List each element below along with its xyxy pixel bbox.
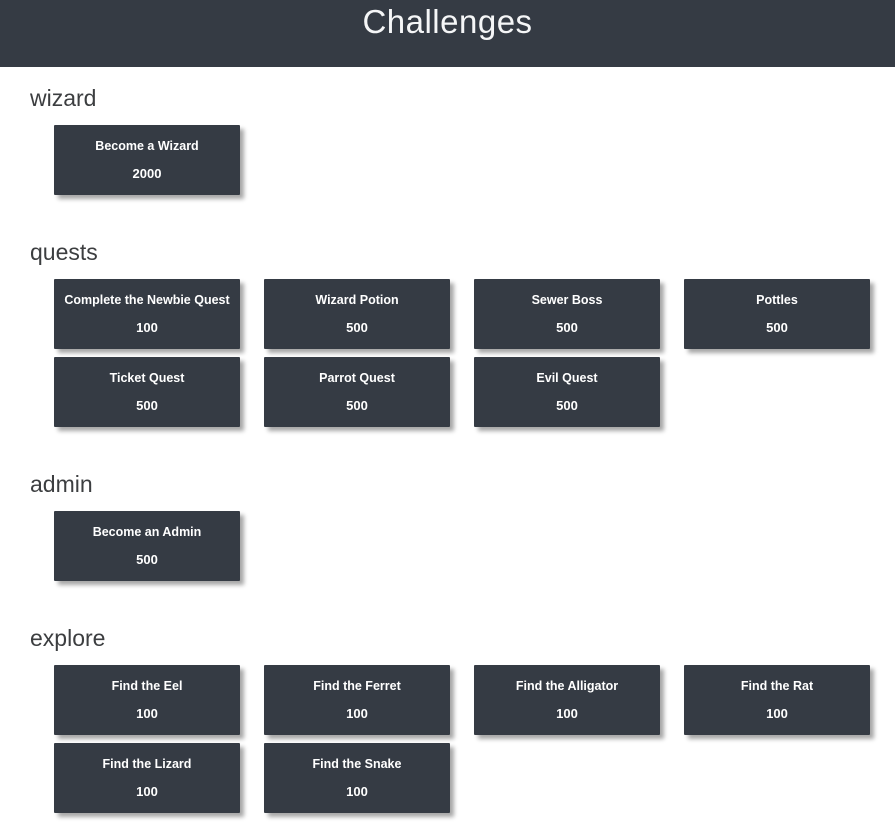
challenge-category: wizard Become a Wizard 2000: [30, 85, 870, 195]
challenge-card[interactable]: Sewer Boss 500: [474, 279, 660, 349]
challenge-card[interactable]: Become a Wizard 2000: [54, 125, 240, 195]
challenge-title: Become a Wizard: [95, 138, 199, 153]
challenge-card[interactable]: Find the Alligator 100: [474, 665, 660, 735]
challenge-points: 100: [766, 706, 788, 722]
challenge-title: Evil Quest: [536, 370, 598, 385]
challenge-title: Pottles: [756, 292, 798, 307]
challenge-points: 500: [556, 320, 578, 336]
challenge-points: 100: [346, 706, 368, 722]
challenge-grid: Become an Admin 500: [54, 511, 870, 581]
challenge-card[interactable]: Parrot Quest 500: [264, 357, 450, 427]
category-heading: admin: [30, 471, 93, 497]
challenge-points: 500: [136, 552, 158, 568]
challenge-points: 100: [136, 320, 158, 336]
challenge-title: Find the Lizard: [102, 756, 192, 771]
challenge-points: 500: [346, 320, 368, 336]
challenge-card[interactable]: Find the Snake 100: [264, 743, 450, 813]
challenge-card[interactable]: Find the Rat 100: [684, 665, 870, 735]
challenges-board: wizard Become a Wizard 2000 quests Compl…: [0, 67, 895, 813]
challenge-card[interactable]: Pottles 500: [684, 279, 870, 349]
challenge-title: Find the Snake: [312, 756, 402, 771]
challenge-card[interactable]: Ticket Quest 500: [54, 357, 240, 427]
challenge-points: 100: [136, 784, 158, 800]
challenge-card[interactable]: Find the Lizard 100: [54, 743, 240, 813]
challenge-title: Become an Admin: [92, 524, 202, 539]
challenge-category: explore Find the Eel 100 Find the Ferret…: [30, 625, 870, 813]
challenge-title: Complete the Newbie Quest: [64, 292, 230, 307]
category-heading: explore: [30, 625, 106, 651]
challenge-card[interactable]: Find the Ferret 100: [264, 665, 450, 735]
challenge-points: 500: [766, 320, 788, 336]
challenge-category: admin Become an Admin 500: [30, 471, 870, 581]
challenge-title: Parrot Quest: [319, 370, 395, 385]
challenge-grid: Become a Wizard 2000: [54, 125, 870, 195]
challenge-points: 500: [346, 398, 368, 414]
challenge-points: 100: [136, 706, 158, 722]
challenge-title: Find the Ferret: [313, 678, 401, 693]
challenge-title: Find the Rat: [740, 678, 814, 693]
challenge-card[interactable]: Evil Quest 500: [474, 357, 660, 427]
challenge-card[interactable]: Wizard Potion 500: [264, 279, 450, 349]
category-heading: quests: [30, 239, 98, 265]
challenge-card[interactable]: Become an Admin 500: [54, 511, 240, 581]
challenge-card[interactable]: Find the Eel 100: [54, 665, 240, 735]
challenge-title: Find the Alligator: [515, 678, 619, 693]
challenge-card[interactable]: Complete the Newbie Quest 100: [54, 279, 240, 349]
challenge-points: 500: [136, 398, 158, 414]
page-header: Challenges: [0, 0, 895, 67]
challenge-points: 100: [556, 706, 578, 722]
challenge-grid: Find the Eel 100 Find the Ferret 100 Fin…: [54, 665, 870, 813]
challenge-title: Ticket Quest: [109, 370, 185, 385]
challenge-title: Wizard Potion: [315, 292, 399, 307]
challenge-title: Find the Eel: [111, 678, 183, 693]
challenge-title: Sewer Boss: [531, 292, 603, 307]
page-title: Challenges: [362, 3, 533, 40]
challenge-points: 500: [556, 398, 578, 414]
challenge-points: 100: [346, 784, 368, 800]
challenge-category: quests Complete the Newbie Quest 100 Wiz…: [30, 239, 870, 427]
category-heading: wizard: [30, 85, 97, 111]
challenge-points: 2000: [132, 166, 162, 182]
challenge-grid: Complete the Newbie Quest 100 Wizard Pot…: [54, 279, 870, 427]
